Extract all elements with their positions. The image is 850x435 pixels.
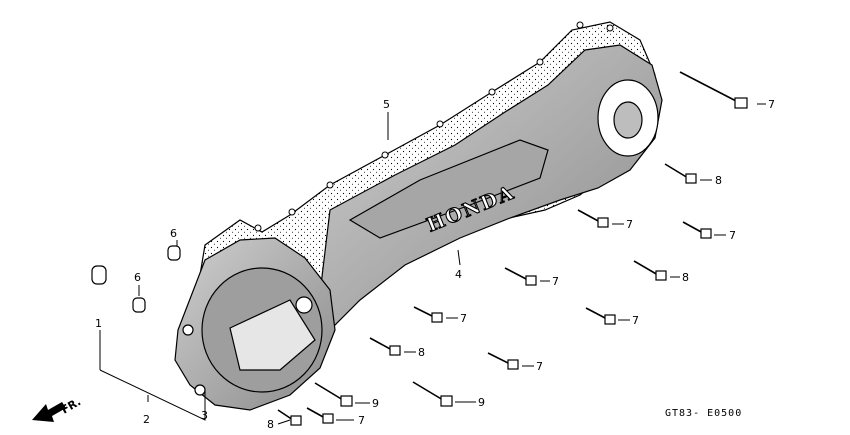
part-label: 7: [626, 218, 633, 231]
bolt-7g: [306, 407, 334, 424]
part-label: 5: [383, 98, 390, 111]
pulley-cover: [174, 237, 336, 411]
part-label: 7: [729, 229, 736, 242]
bolt-7a: [577, 209, 609, 228]
bolt-7d: [413, 306, 443, 323]
bolt-8c: [369, 337, 401, 356]
front-direction-arrow: FR.: [32, 395, 83, 422]
part-label: 6: [134, 271, 141, 284]
bolt-9b: [412, 381, 453, 407]
part-label: 7: [552, 275, 559, 288]
part-label: 8: [418, 346, 425, 359]
part-label: 2: [143, 413, 150, 426]
part-label: 9: [478, 396, 485, 409]
direction-label: FR.: [59, 395, 83, 416]
bolt-7f: [487, 352, 519, 370]
part-label: 7: [632, 314, 639, 327]
bolt-7c: [504, 267, 537, 286]
bolt-8d: [277, 409, 302, 426]
leader-lines: [99, 103, 766, 425]
part-label: 9: [372, 397, 379, 410]
part-label: 7: [358, 414, 365, 427]
figure-code: GT83- E0500: [665, 408, 742, 419]
bolt-9a: [314, 382, 353, 407]
part-label: 6: [170, 227, 177, 240]
bolt-7e: [585, 307, 616, 325]
part-label: 1: [95, 317, 102, 330]
part-label: 7: [768, 98, 775, 111]
part-label: 4: [455, 268, 462, 281]
part-label: 8: [682, 271, 689, 284]
part-label: 8: [715, 174, 722, 187]
part-label: 7: [536, 360, 543, 373]
part-label: 7: [460, 312, 467, 325]
dowel-pins: [91, 245, 181, 313]
bolts: [277, 71, 748, 426]
part-label: 3: [201, 409, 208, 422]
bolt-8b: [633, 260, 667, 281]
bolt-10: [679, 71, 748, 109]
part-label: 8: [267, 418, 274, 431]
bolt-8a: [664, 163, 697, 184]
bolt-7b: [682, 221, 712, 239]
part-labels: 7 8 7 7 8 7 7 7 8 7 9 9 7 8 5 4 6 6 1 2 …: [95, 98, 775, 431]
